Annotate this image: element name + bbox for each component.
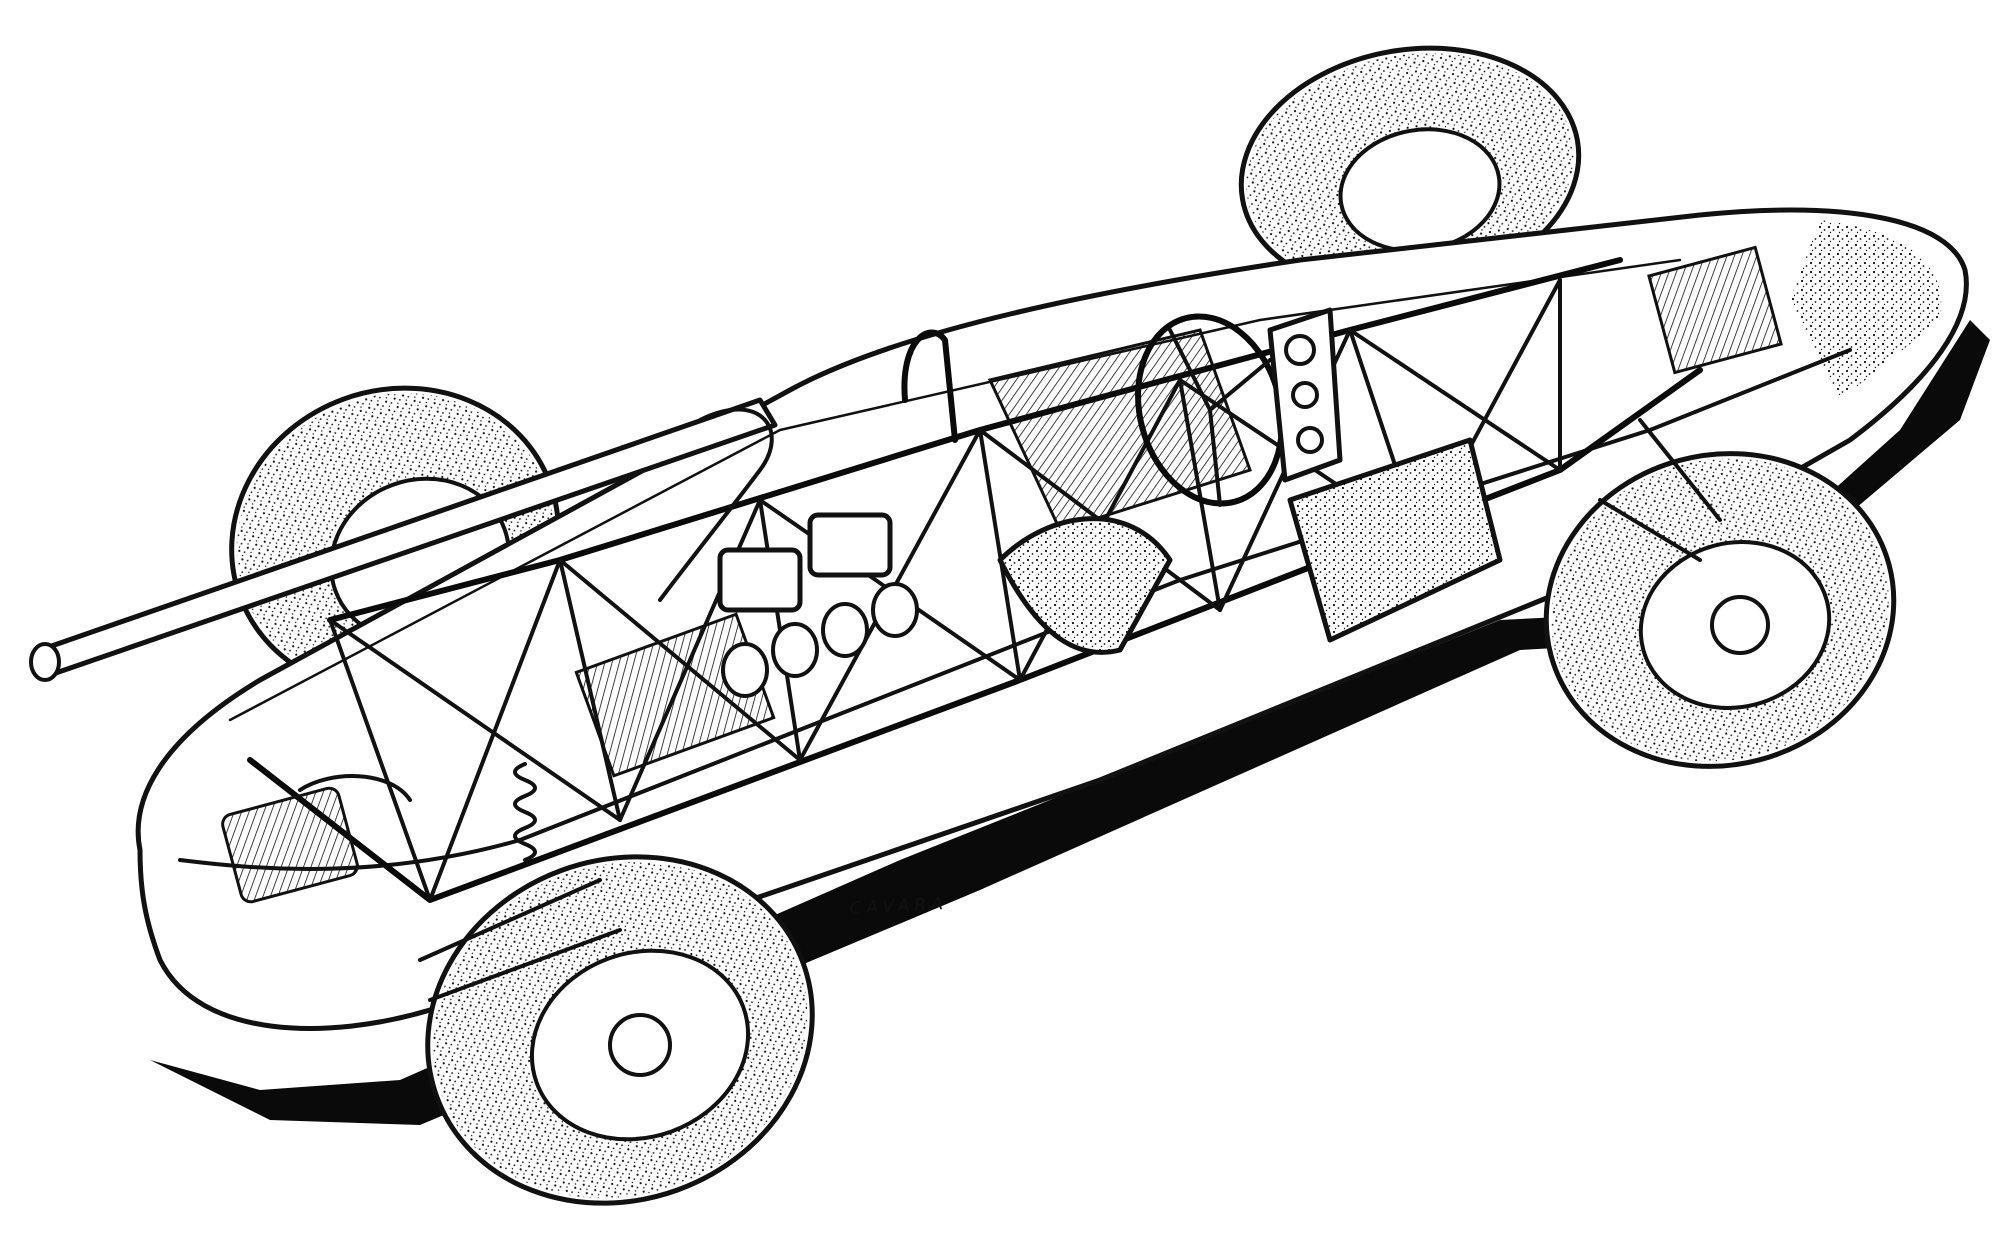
cockpit: [901, 307, 1343, 655]
instrument-panel: [1267, 307, 1343, 483]
artist-signature: CAVARA: [849, 894, 948, 919]
coil-spring: [513, 762, 537, 862]
engine: [574, 512, 919, 778]
fuel-tank: [1287, 437, 1503, 643]
front-left-wheel: [418, 762, 815, 1206]
rear-right-wheel: [1238, 45, 1582, 295]
carburettors: [717, 512, 919, 698]
exhaust-pipe: [29, 397, 778, 682]
radiator: [1647, 220, 1942, 400]
gearbox: [221, 774, 412, 904]
front-right-wheel: [1543, 418, 1897, 769]
